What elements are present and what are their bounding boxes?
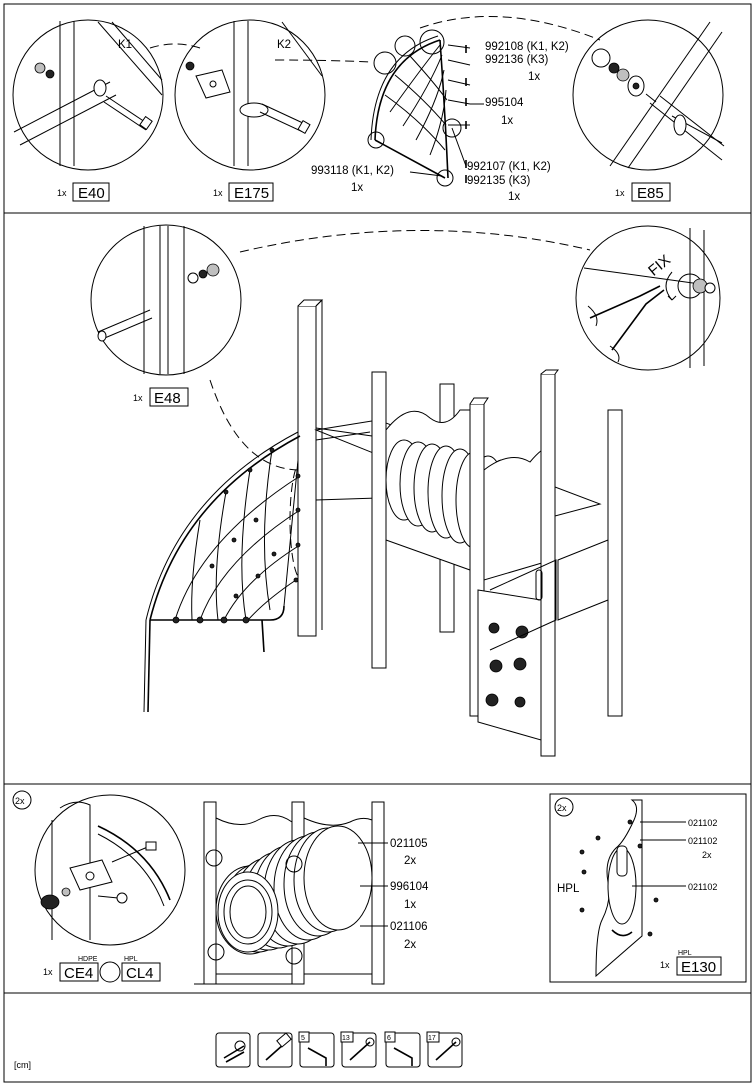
- e130-qty: 1x: [660, 960, 670, 970]
- part-021102-c: 021102: [688, 882, 717, 892]
- part-021106: 021106: [390, 921, 428, 933]
- hpl-side-label: HPL: [557, 883, 580, 895]
- tool-size-5: 5: [301, 1035, 305, 1042]
- allen-key-icon: 6: [384, 1031, 421, 1068]
- e40-qty: 1x: [57, 188, 67, 198]
- part-021102-a: 021102: [688, 818, 717, 828]
- connector-k2-net: [274, 59, 373, 63]
- part-021102-b-qty: 2x: [702, 850, 712, 860]
- e40-code: E40: [78, 185, 105, 202]
- hpl-label-right: HPL: [678, 950, 692, 957]
- part-992108: 992108 (K1, K2): [485, 41, 569, 53]
- detail-fix-crimp: FIX: [575, 225, 721, 371]
- pliers-icon: [215, 1032, 251, 1068]
- part-995104: 995104: [485, 97, 524, 109]
- part-995104-qty: 1x: [501, 115, 513, 127]
- tool-list: 5 13 6 17: [215, 1031, 463, 1068]
- ce4-qty: 1x: [43, 967, 53, 977]
- e85-qty: 1x: [615, 188, 625, 198]
- detail-bracket-circle: 2x: [12, 790, 186, 946]
- e85-callout: 1x E85: [615, 182, 671, 202]
- e48-qty: 1x: [133, 393, 143, 403]
- connector-e48-structure: [209, 379, 301, 471]
- part-021105-qty: 2x: [404, 855, 416, 867]
- allen-key-icon: 5: [298, 1031, 335, 1068]
- part-021106-qty: 2x: [404, 939, 416, 951]
- part-992136: 992136 (K3): [485, 54, 548, 66]
- hpl-panel-detail: 2x 021102 021102 2x 021102 HPL HPL 1x E1…: [549, 793, 747, 983]
- connector-k1-k2: [149, 43, 201, 49]
- tool-size-17: 17: [428, 1035, 436, 1042]
- cl4-code: CL4: [126, 965, 154, 982]
- climbing-net-illustration: [143, 431, 301, 713]
- wrench-icon: 13: [340, 1031, 377, 1068]
- tool-size-13: 13: [342, 1035, 350, 1042]
- part-996104: 996104: [390, 881, 429, 893]
- part-993118-qty: 1x: [351, 182, 363, 194]
- part-992135: 992135 (K3): [467, 175, 530, 187]
- e40-callout: 1x E40: [57, 182, 110, 202]
- k2-label: K2: [277, 39, 291, 51]
- connector-net-e85: [419, 15, 601, 41]
- detail-e48: [90, 224, 242, 376]
- k1-label: K1: [118, 39, 132, 51]
- ce4-cl4-callout: HDPE HPL 1x CE4 CL4: [43, 956, 161, 983]
- detail-k2: K2: [174, 19, 326, 171]
- part-996104-qty: 1x: [404, 899, 416, 911]
- detail-k1: K1: [12, 19, 164, 171]
- part-992136-qty: 1x: [528, 71, 540, 83]
- e175-callout: 1x E175: [213, 182, 274, 202]
- ce4-code: CE4: [64, 965, 93, 982]
- part-021102-b: 021102: [688, 836, 717, 846]
- play-structure-illustration: [297, 299, 623, 757]
- e48-callout: 1x E48: [133, 387, 189, 407]
- unit-label: [cm]: [14, 1060, 31, 1070]
- bottom-left-multiplier: 2x: [15, 796, 25, 806]
- part-021105: 021105: [390, 838, 428, 850]
- e175-code: E175: [234, 185, 269, 202]
- e175-qty: 1x: [213, 188, 223, 198]
- net-component-sketch: [367, 29, 484, 187]
- bottom-right-multiplier: 2x: [557, 803, 567, 813]
- hdpe-label: HDPE: [78, 956, 98, 963]
- wrench-icon: 17: [426, 1031, 463, 1068]
- e130-code: E130: [681, 959, 716, 976]
- connector-e48-fix: [239, 230, 591, 253]
- part-993118: 993118 (K1, K2): [311, 165, 394, 177]
- page-frame: [3, 3, 752, 1083]
- part-992135-qty: 1x: [508, 191, 520, 203]
- net-part-labels: 992108 (K1, K2) 992136 (K3) 1x 995104 1x…: [311, 41, 569, 203]
- tunnel-assembly-detail: 021105 2x 996104 1x 021106 2x: [194, 801, 429, 985]
- detail-e85: [572, 19, 725, 171]
- part-992107: 992107 (K1, K2): [467, 161, 551, 173]
- tunnel-rings-detail: [217, 825, 373, 953]
- e85-code: E85: [637, 185, 664, 202]
- e48-code: E48: [154, 390, 181, 407]
- tool-size-6: 6: [387, 1035, 391, 1042]
- hpl-label-left: HPL: [124, 956, 138, 963]
- hammer-icon: [257, 1032, 293, 1068]
